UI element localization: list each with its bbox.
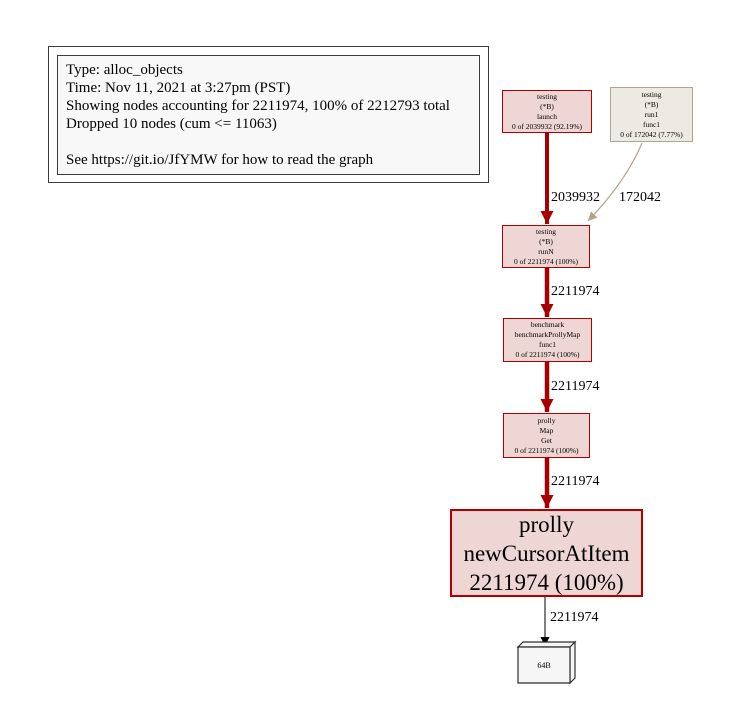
box3d-front-face <box>517 646 571 684</box>
node-alloc-64B[interactable]: 64B <box>518 647 570 683</box>
edge-label-runN-benchmark: 2211974 <box>551 284 600 299</box>
node-label-line: 0 of 2211974 (100%) <box>513 256 579 266</box>
node-label-line: (*B) <box>540 101 554 111</box>
node-label-line: (*B) <box>644 99 659 109</box>
node-label-line: prolly <box>519 511 574 537</box>
node-label-line: 2211974 (100%) <box>469 569 624 595</box>
node-label-line: 64B <box>537 660 551 670</box>
node-label-line: runN <box>538 246 554 256</box>
node-label-line: Get <box>541 435 552 445</box>
node-testing-launch[interactable]: testing (*B) launch 0 of 2039932 (92.19%… <box>502 90 592 133</box>
node-label-line: benchmark <box>530 320 565 329</box>
box3d-right-face <box>569 640 576 685</box>
edge-label-mapget-newcursor: 2211974 <box>551 474 600 489</box>
node-testing-run1-func1[interactable]: testing (*B) run1 func1 0 of 172042 (7.7… <box>610 87 693 142</box>
node-label-line: prolly <box>537 415 556 425</box>
edge-label-launch-runN: 2039932 <box>551 190 600 205</box>
node-label-line: testing <box>536 226 556 236</box>
node-prolly-newCursorAtItem[interactable]: prolly newCursorAtItem 2211974 (100%) <box>450 509 643 597</box>
legend-line-time: Time: Nov 11, 2021 at 3:27pm (PST) <box>66 80 291 96</box>
node-label-line: 0 of 172042 (7.77%) <box>620 129 683 139</box>
legend-line-help: See https://git.io/JfYMW for how to read… <box>66 152 374 168</box>
node-label-line: func1 <box>538 340 557 349</box>
edge-func1-to-runN <box>587 142 643 222</box>
node-label-line: (*B) <box>539 236 553 246</box>
node-label-line: testing <box>641 89 662 99</box>
legend-line-blank <box>66 133 473 151</box>
legend-text-panel: Type: alloc_objects Time: Nov 11, 2021 a… <box>57 55 480 175</box>
legend-box: Type: alloc_objects Time: Nov 11, 2021 a… <box>48 46 489 183</box>
node-testing-runN[interactable]: testing (*B) runN 0 of 2211974 (100%) <box>502 225 590 268</box>
node-label-line: 0 of 2039932 (92.19%) <box>512 121 582 131</box>
node-label-line: Map <box>539 425 554 435</box>
edge-label-benchmark-mapget: 2211974 <box>551 379 600 394</box>
legend-line-dropped: Dropped 10 nodes (cum <= 11063) <box>66 116 277 132</box>
node-label-line: 0 of 2211974 (100%) <box>515 350 580 359</box>
node-prolly-Map-Get[interactable]: prolly Map Get 0 of 2211974 (100%) <box>503 413 590 458</box>
node-label-line: benchmarkProllyMap <box>514 330 581 339</box>
edge-label-newcursor-64b: 2211974 <box>550 610 599 625</box>
edge-label-func1-runN: 172042 <box>619 190 661 205</box>
node-label-line: newCursorAtItem <box>463 540 630 566</box>
node-label-line: 0 of 2211974 (100%) <box>514 445 579 455</box>
legend-line-showing: Showing nodes accounting for 2211974, 10… <box>66 98 450 114</box>
node-label-line: testing <box>537 91 557 101</box>
node-benchmark-benchmarkProllyMap-func1[interactable]: benchmark benchmarkProllyMap func1 0 of … <box>503 318 592 362</box>
node-label-line: run1 <box>644 109 659 119</box>
node-label-line: launch <box>537 111 557 121</box>
legend-line-type: Type: alloc_objects <box>66 62 183 78</box>
node-label-line: func1 <box>642 119 661 129</box>
